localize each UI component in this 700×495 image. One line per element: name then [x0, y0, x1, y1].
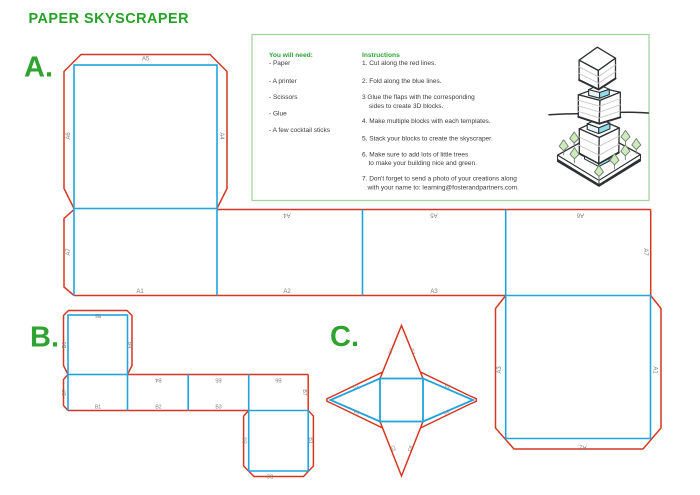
svg-text:with your name to: learning@fo: with your name to: learning@fosterandpar… — [367, 184, 520, 191]
svg-text:B2: B2 — [267, 473, 273, 479]
svg-text:A6: A6 — [576, 212, 584, 218]
svg-text:C7: C7 — [387, 347, 394, 355]
svg-text:C6: C6 — [443, 408, 451, 415]
svg-text:- A few cocktail sticks: - A few cocktail sticks — [269, 127, 331, 134]
svg-text:1. Cut along the red lines.: 1. Cut along the red lines. — [362, 60, 436, 67]
svg-text:A7: A7 — [642, 248, 648, 256]
svg-text:You will need:: You will need: — [269, 52, 313, 59]
svg-text:A3: A3 — [430, 289, 438, 295]
svg-text:A5: A5 — [142, 57, 150, 63]
svg-text:A4: A4 — [218, 132, 224, 140]
svg-text:B6: B6 — [62, 342, 68, 348]
svg-text:- Paper: - Paper — [269, 60, 291, 67]
svg-text:C5: C5 — [390, 445, 397, 453]
svg-text:A.: A. — [24, 52, 53, 84]
svg-text:B5: B5 — [95, 312, 101, 318]
svg-text:A5: A5 — [430, 212, 438, 218]
svg-text:2. Fold along the blue lines.: 2. Fold along the blue lines. — [362, 78, 442, 85]
svg-text:B4: B4 — [127, 342, 133, 348]
svg-text:C8: C8 — [407, 444, 414, 452]
svg-text:A4: A4 — [283, 212, 291, 218]
svg-text:A2: A2 — [579, 444, 587, 450]
svg-text:- A printer: - A printer — [269, 78, 298, 85]
svg-text:B.: B. — [30, 322, 59, 354]
svg-text:sides to create 3D blocks.: sides to create 3D blocks. — [369, 103, 444, 110]
svg-text:C3: C3 — [409, 348, 416, 356]
svg-text:B7: B7 — [62, 389, 68, 395]
svg-text:7. Don't forget to send a phot: 7. Don't forget to send a photo of your … — [362, 176, 517, 183]
svg-text:C1: C1 — [352, 382, 360, 389]
svg-text:C.: C. — [330, 321, 359, 353]
svg-text:3 Glue the flaps with the corr: 3 Glue the flaps with the corresponding — [362, 94, 475, 101]
svg-text:B3: B3 — [243, 437, 249, 443]
svg-text:A2: A2 — [283, 289, 291, 295]
svg-text:B1: B1 — [307, 437, 313, 443]
svg-text:B3: B3 — [215, 405, 221, 411]
svg-text:PAPER SKYSCRAPER: PAPER SKYSCRAPER — [29, 11, 190, 27]
svg-text:A7: A7 — [66, 248, 72, 256]
svg-text:C2: C2 — [444, 383, 452, 390]
svg-text:B2: B2 — [155, 405, 161, 411]
svg-text:A3: A3 — [497, 366, 503, 374]
svg-text:B1: B1 — [95, 405, 101, 411]
svg-text:A6: A6 — [66, 132, 72, 140]
svg-text:Instructions: Instructions — [362, 52, 400, 59]
svg-text:B7: B7 — [301, 389, 307, 395]
svg-text:A1: A1 — [652, 366, 658, 374]
svg-text:5. Stack your blocks to create: 5. Stack your blocks to create the skysc… — [362, 135, 493, 142]
svg-text:to make your building nice and: to make your building nice and green. — [369, 160, 478, 167]
svg-text:B4: B4 — [155, 377, 161, 383]
svg-text:- Scissors: - Scissors — [269, 94, 298, 101]
svg-text:6. Make sure to add lots of li: 6. Make sure to add lots of little trees — [362, 151, 469, 158]
svg-text:B5: B5 — [215, 377, 221, 383]
svg-text:4. Make multiple blocks with e: 4. Make multiple blocks with each templa… — [362, 118, 491, 125]
svg-text:B6: B6 — [275, 377, 281, 383]
svg-text:A1: A1 — [136, 289, 144, 295]
svg-text:- Glue: - Glue — [269, 111, 287, 118]
svg-text:C5: C5 — [353, 409, 361, 416]
